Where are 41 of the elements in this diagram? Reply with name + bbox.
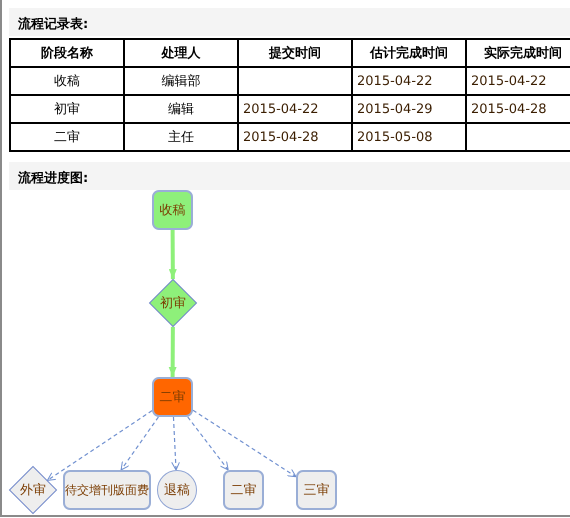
column-header: 处理人 — [124, 39, 238, 67]
column-header: 提交时间 — [238, 39, 352, 67]
table-value: 初审 — [10, 95, 124, 123]
arrow — [168, 326, 177, 378]
column-header: 估计完成时间 — [352, 39, 466, 67]
node-label: 退稿 — [164, 482, 190, 499]
table-value: 编辑 — [124, 95, 238, 123]
node-label: 三审 — [304, 482, 330, 499]
table-value: 主任 — [124, 123, 238, 151]
node-label: 收稿 — [160, 202, 186, 219]
section-heading: 流程记录表: — [18, 16, 88, 33]
arrow — [192, 410, 296, 478]
table-value: 2015-04-28 — [238, 123, 352, 151]
process-box — [152, 377, 193, 417]
node-label: 二审 — [160, 389, 186, 406]
process-box — [63, 470, 151, 510]
column-header: 阶段名称 — [10, 39, 124, 67]
node-label: 二审 — [230, 482, 256, 499]
arrow — [171, 416, 180, 471]
arrow — [46, 410, 152, 481]
end-circle — [157, 470, 197, 510]
table-value: 收稿 — [10, 67, 124, 95]
table-value: 2015-04-29 — [352, 95, 466, 123]
table-value: 2015-04-22 — [352, 67, 466, 95]
decision-diamond — [9, 466, 57, 514]
arrow — [168, 230, 177, 280]
process-box — [223, 470, 264, 510]
table-value: 编辑部 — [124, 67, 238, 95]
arrow — [120, 416, 159, 470]
decision-diamond — [149, 279, 197, 327]
table-value: 2015-05-08 — [352, 123, 466, 151]
node-label: 初审 — [160, 295, 186, 312]
node-label: 外审 — [20, 482, 46, 499]
table-value: 2015-04-22 — [238, 95, 352, 123]
arrow — [187, 416, 229, 470]
process-box — [296, 470, 337, 510]
column-header: 实际完成时间 — [466, 39, 570, 67]
process-box — [152, 190, 193, 230]
node-label: 待交增刊版面费 — [65, 482, 149, 498]
section-heading: 流程进度图: — [18, 170, 88, 187]
table-value: 二审 — [10, 123, 124, 151]
